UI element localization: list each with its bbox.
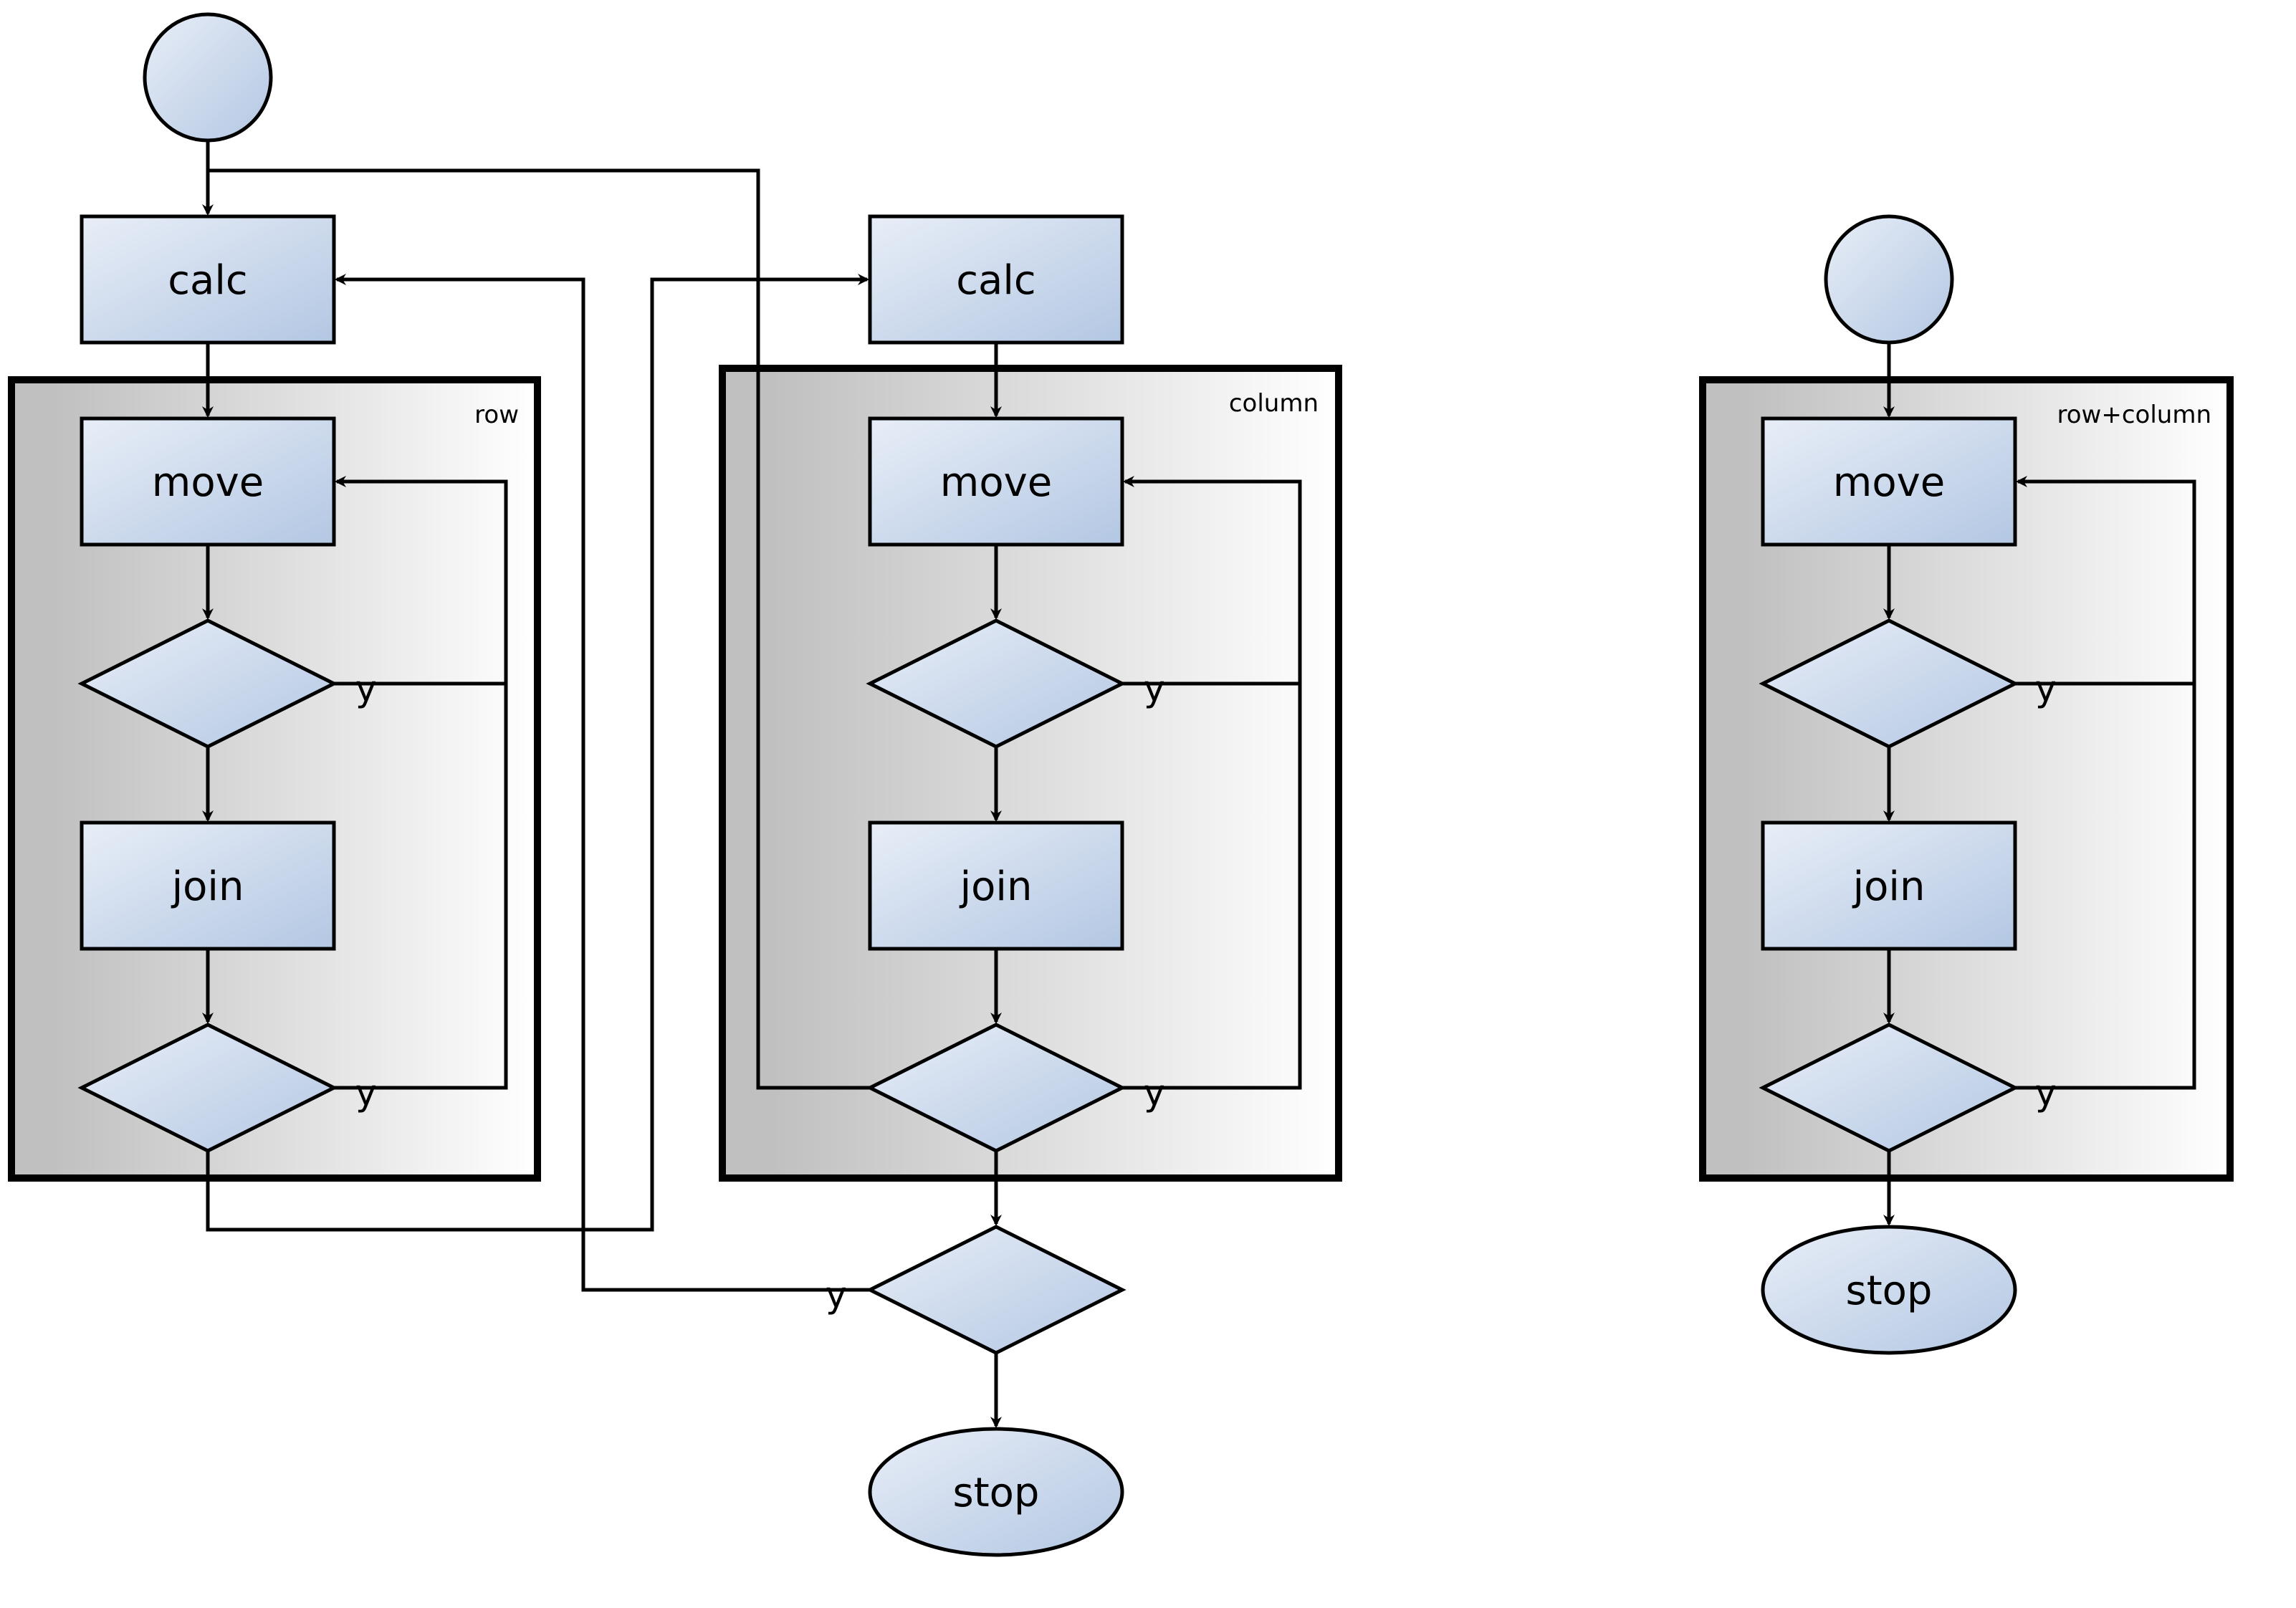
move-node-right: move xyxy=(1761,416,2017,547)
group-label-row-column: row+column xyxy=(2057,401,2212,429)
join-node-left: join xyxy=(80,820,336,951)
middle-flow: calc move y join y y stop xyxy=(826,214,1165,1557)
edge-column-loop-back-2 xyxy=(1122,482,1302,1090)
stop-node-right: stop xyxy=(1761,1225,2017,1355)
join-node-middle-label: join xyxy=(959,863,1033,910)
stop-node-right-label: stop xyxy=(1846,1268,1933,1314)
move-node-middle-label: move xyxy=(940,459,1052,506)
join-node-middle: join xyxy=(868,820,1124,951)
left-flow: calc move y join y xyxy=(77,12,377,1153)
group-label-row: row xyxy=(474,401,519,429)
yes-label-left-1: y xyxy=(355,668,377,709)
move-node-middle: move xyxy=(868,416,1124,547)
yes-label-right-1: y xyxy=(2035,668,2057,709)
edge-row-loop-back-2 xyxy=(334,482,508,1090)
calc-node-left: calc xyxy=(80,214,336,345)
decision-node-middle-1 xyxy=(866,618,1127,749)
decision-node-right-2 xyxy=(1759,1023,2019,1153)
decision-node-left-2 xyxy=(77,1023,338,1153)
start-node-right xyxy=(1824,214,1954,345)
stop-node-middle-label: stop xyxy=(953,1470,1040,1516)
join-node-left-label: join xyxy=(171,863,244,910)
join-node-right: join xyxy=(1761,820,2017,951)
yes-label-final: y xyxy=(826,1274,847,1316)
start-node-left xyxy=(143,12,273,143)
edge-final-yes-to-left-calc xyxy=(335,274,870,1292)
decision-node-left-1 xyxy=(77,618,338,749)
stop-node-middle: stop xyxy=(868,1427,1124,1557)
edges xyxy=(202,140,2196,1428)
decision-node-final xyxy=(866,1225,1127,1355)
yes-label-middle-1: y xyxy=(1144,668,1165,709)
edge-rowcolumn-loop-back-2 xyxy=(2015,482,2196,1090)
join-node-right-label: join xyxy=(1852,863,1926,910)
yes-label-left-2: y xyxy=(355,1072,377,1114)
move-node-left-label: move xyxy=(152,459,264,506)
group-label-column: column xyxy=(1229,389,1319,418)
decision-node-right-1 xyxy=(1759,618,2019,749)
move-node-right-label: move xyxy=(1833,459,1945,506)
calc-node-middle: calc xyxy=(868,214,1124,345)
calc-node-left-label: calc xyxy=(168,257,247,304)
move-node-left: move xyxy=(80,416,336,547)
calc-node-middle-label: calc xyxy=(956,257,1035,304)
right-flow: move y join y stop xyxy=(1759,214,2057,1355)
edge-start-branch-to-column-exit xyxy=(208,168,870,1090)
decision-node-middle-2 xyxy=(866,1023,1127,1153)
edge-row-exit-to-column-calc xyxy=(206,274,869,1232)
yes-label-middle-2: y xyxy=(1144,1072,1165,1114)
yes-label-right-2: y xyxy=(2035,1072,2057,1114)
